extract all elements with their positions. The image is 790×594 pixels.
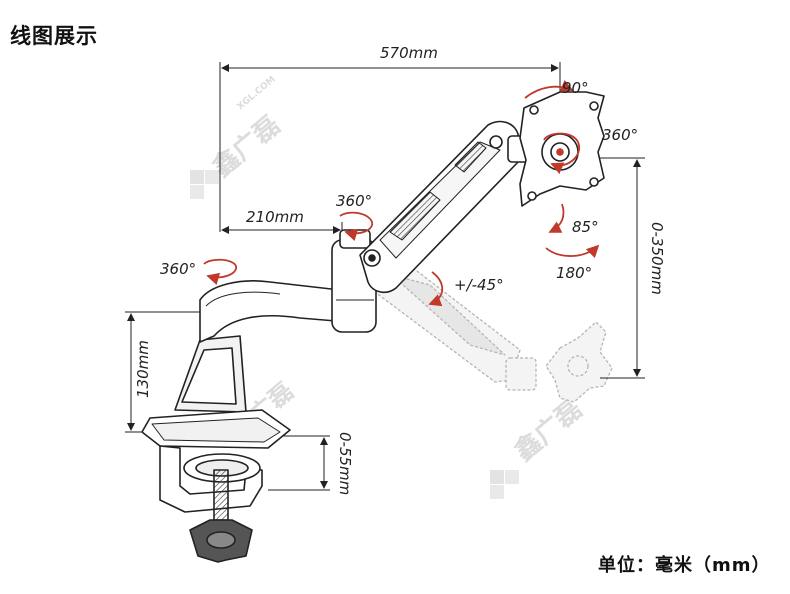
page-title: 线图展示 <box>10 24 98 48</box>
dimension-clamp-range: 0-55mm <box>268 432 354 495</box>
watermark-text-2: 鑫广磊 <box>509 393 589 467</box>
dim-350-label: 0-350mm <box>648 222 666 295</box>
dim-130-label: 130mm <box>134 340 152 398</box>
label-panel-rotate: 360° <box>602 126 638 144</box>
label-arm-tilt: +/-45° <box>454 276 504 294</box>
label-tilt-down: 85° <box>572 218 599 236</box>
dim-55-label: 0-55mm <box>336 432 354 495</box>
label-arm-joint: 360° <box>336 192 372 210</box>
label-base-swivel: 360° <box>160 260 196 278</box>
watermark-domain-1: XGL.COM <box>236 75 278 113</box>
watermark-2: 鑫广磊 <box>490 393 588 499</box>
dimension-height-range: 0-350mm <box>595 157 666 379</box>
label-swivel: 180° <box>556 264 592 282</box>
dim-210-label: 210mm <box>246 208 304 226</box>
label-tilt-up: 90° <box>562 79 589 97</box>
rotation-arrows <box>203 79 600 307</box>
dimension-total-reach: 570mm <box>219 44 561 232</box>
dimension-inner-reach: 210mm <box>221 208 343 240</box>
dim-570-label: 570mm <box>380 44 438 62</box>
ghost-arm <box>371 257 613 403</box>
watermark-1: 鑫广磊 XGL.COM <box>190 75 286 199</box>
monitor-arm <box>141 91 605 563</box>
dimension-base-height: 130mm <box>125 311 205 433</box>
watermark-text-1: 鑫广磊 <box>207 109 287 183</box>
unit-label: 单位：毫米（mm） <box>598 555 771 576</box>
